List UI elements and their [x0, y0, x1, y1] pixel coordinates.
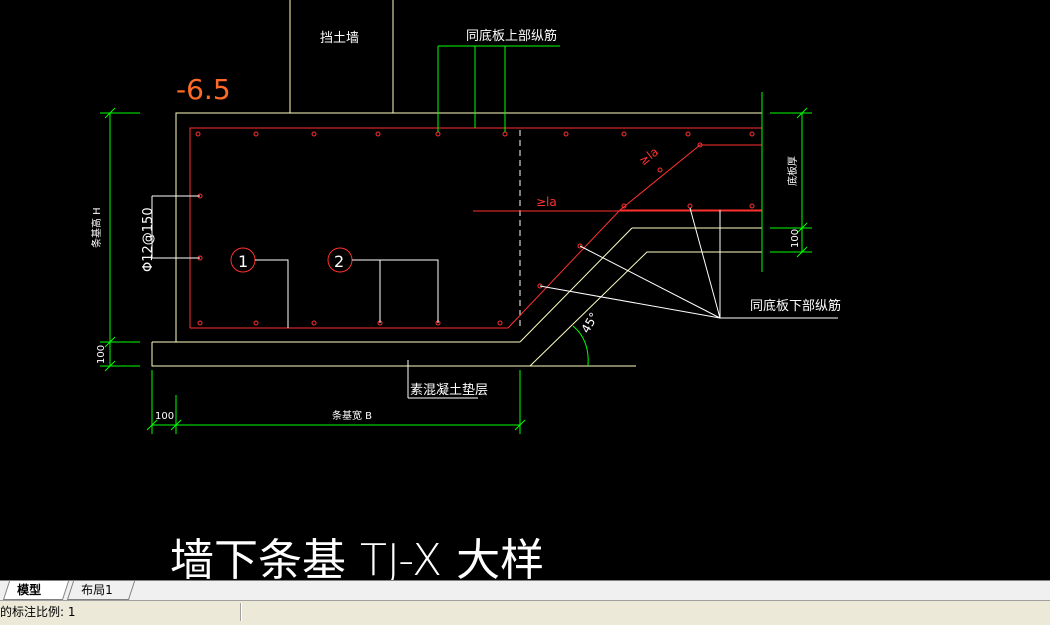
rebar-dot: [197, 320, 203, 326]
bottom-rebar-leader: [539, 207, 838, 319]
rebar-dot: [563, 131, 569, 137]
rebar-dot: [577, 243, 583, 249]
cushion-leader: [407, 360, 478, 399]
tab-layout1-label: 布局1: [81, 583, 113, 597]
top-rebar-leader: [437, 45, 560, 132]
rebar-dot: [749, 203, 755, 209]
right-dimension: [761, 92, 812, 272]
rebar-dot: [749, 131, 755, 137]
callout-2: 2: [327, 247, 439, 323]
rebar-dot: [621, 131, 627, 137]
left-dimension: [100, 107, 140, 372]
tab-layout1[interactable]: 布局1: [66, 581, 136, 600]
angle-arc: [572, 325, 589, 367]
dim-100-bottom: 100: [155, 411, 174, 422]
foundation-outline: [151, 112, 763, 367]
rebar-dot: [685, 131, 691, 137]
status-panel: [241, 603, 1042, 621]
rebar-dot: [697, 142, 703, 148]
rebar-dot: [497, 320, 503, 326]
layout-tab-bar: 模型 布局1: [0, 580, 1050, 600]
callout-1: 1: [230, 247, 289, 328]
status-bar: 的标注比例: 1: [0, 600, 1050, 625]
rebar-dot: [687, 203, 693, 209]
slab-thickness-label: 底板厚: [786, 156, 799, 186]
callout-1-number: 1: [238, 252, 248, 271]
rebar-dot: [195, 131, 201, 137]
foundation-height-label: 条基高 H: [90, 207, 103, 248]
rebar-dot: [502, 131, 508, 137]
stirrup-leader: [151, 195, 200, 259]
drawing-title: 墙下条基 TJ-X 大样: [170, 535, 544, 580]
rebar-dot: [375, 131, 381, 137]
elevation-label: -6.5: [176, 73, 231, 106]
cushion-label: 素混凝土垫层: [410, 382, 488, 398]
anchorage-label-2: ≥la: [536, 195, 557, 209]
status-text: 的标注比例: 1: [0, 603, 241, 621]
tab-model[interactable]: 模型: [2, 581, 70, 600]
retaining-wall: [289, 0, 394, 113]
callout-2-number: 2: [334, 252, 344, 271]
tab-model-label: 模型: [17, 583, 42, 597]
retaining-wall-label: 挡土墙: [320, 31, 359, 46]
rebar-dot: [621, 203, 627, 209]
rebar-dot: [435, 131, 441, 137]
dim-100-right: 100: [790, 229, 801, 248]
foundation-width-label: 条基宽 B: [332, 409, 372, 422]
bottom-dimension: [146, 370, 526, 434]
rebar-dot: [311, 131, 317, 137]
drawing-canvas[interactable]: 挡土墙 -6.5 ≥la: [0, 0, 1050, 580]
dim-100-left: 100: [96, 345, 107, 364]
angle-label: 45°: [578, 310, 601, 335]
anchorage-label-1: ≥la: [636, 145, 661, 169]
top-rebar-label: 同底板上部纵筋: [466, 28, 557, 44]
stirrup-spec-label: Φ12@150: [141, 207, 156, 272]
cad-drawing: 挡土墙 -6.5 ≥la: [90, 0, 841, 580]
rebar-dot: [311, 320, 317, 326]
rebar-dot: [657, 167, 663, 173]
rebar-lines: [189, 127, 762, 329]
rebar-dot: [253, 320, 259, 326]
bottom-rebar-label: 同底板下部纵筋: [750, 298, 841, 314]
rebar-dot: [253, 131, 259, 137]
